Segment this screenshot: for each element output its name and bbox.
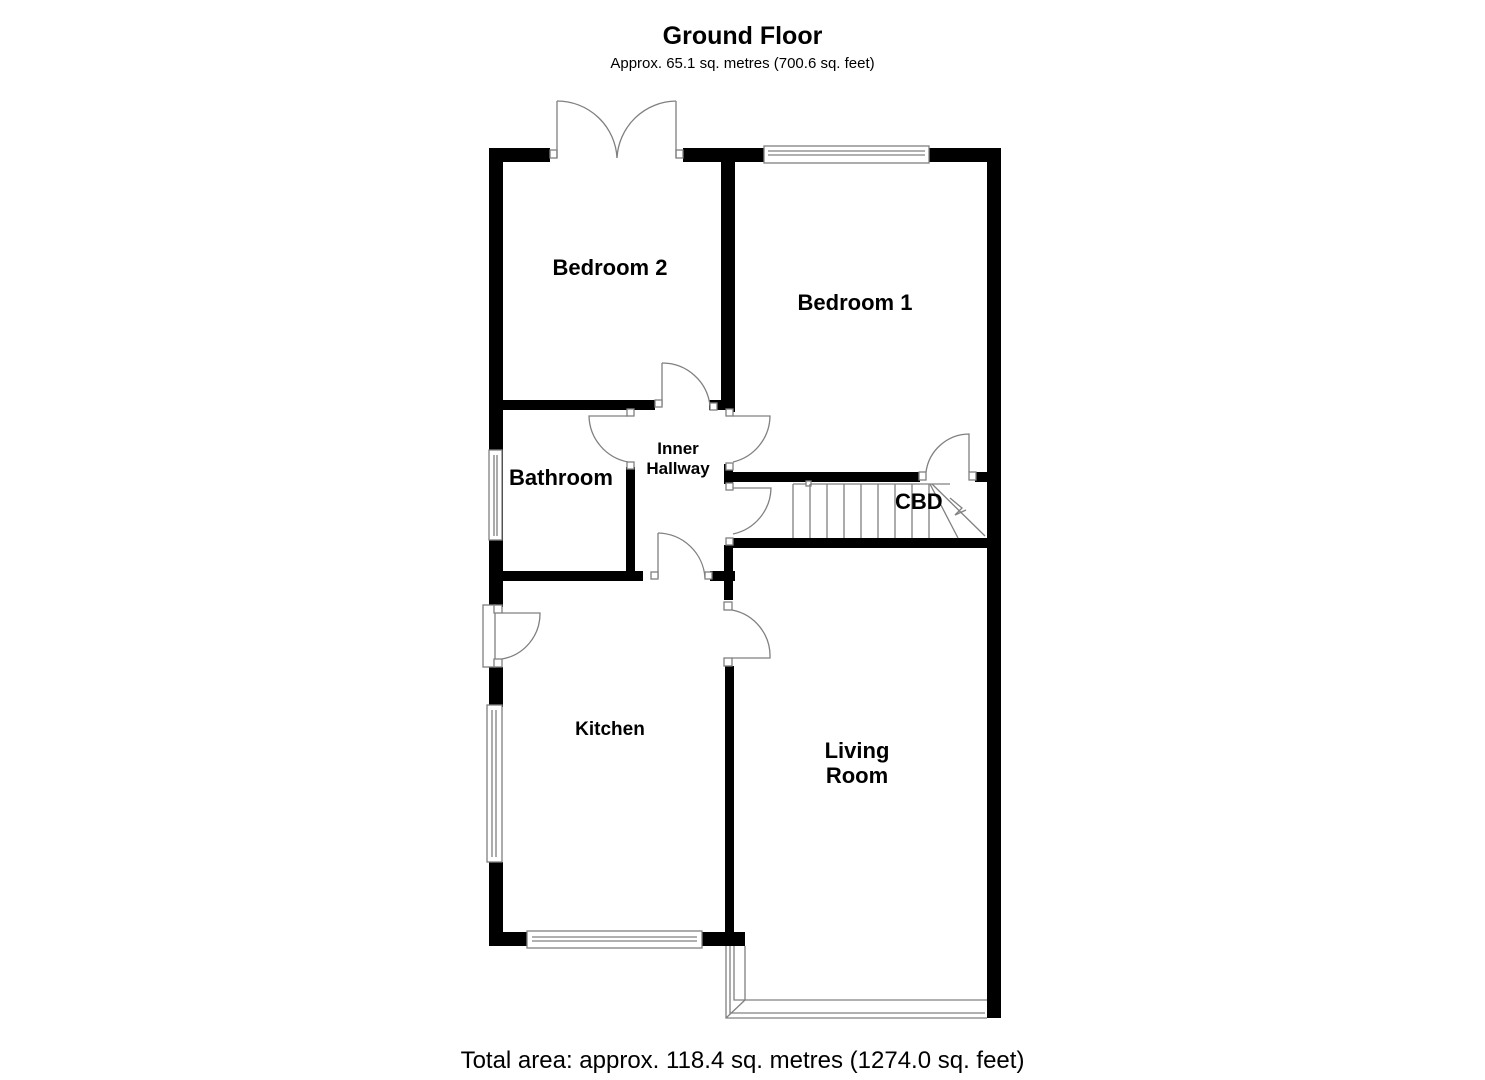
room-label-kitchen: Kitchen (575, 719, 645, 740)
room-label-living-room-line2: Room (825, 763, 889, 788)
room-label-inner-hallway-line1: Inner (657, 439, 699, 458)
room-label-inner-hallway-line2: Hallway (646, 459, 710, 478)
floor-title: Ground Floor (662, 22, 823, 50)
walls (489, 148, 1001, 1018)
room-label-bathroom: Bathroom (509, 465, 613, 490)
room-label-bedroom-1: Bedroom 1 (797, 290, 913, 315)
fixtures (482, 100, 987, 1019)
room-label-bedroom-2: Bedroom 2 (552, 255, 668, 280)
floor-area-subtitle: Approx. 65.1 sq. metres (700.6 sq. feet) (610, 55, 875, 72)
total-area: Total area: approx. 118.4 sq. metres (12… (460, 1047, 1025, 1074)
room-label-cbd: CBD (895, 489, 943, 514)
room-label-living-room-line1: Living (824, 738, 890, 763)
